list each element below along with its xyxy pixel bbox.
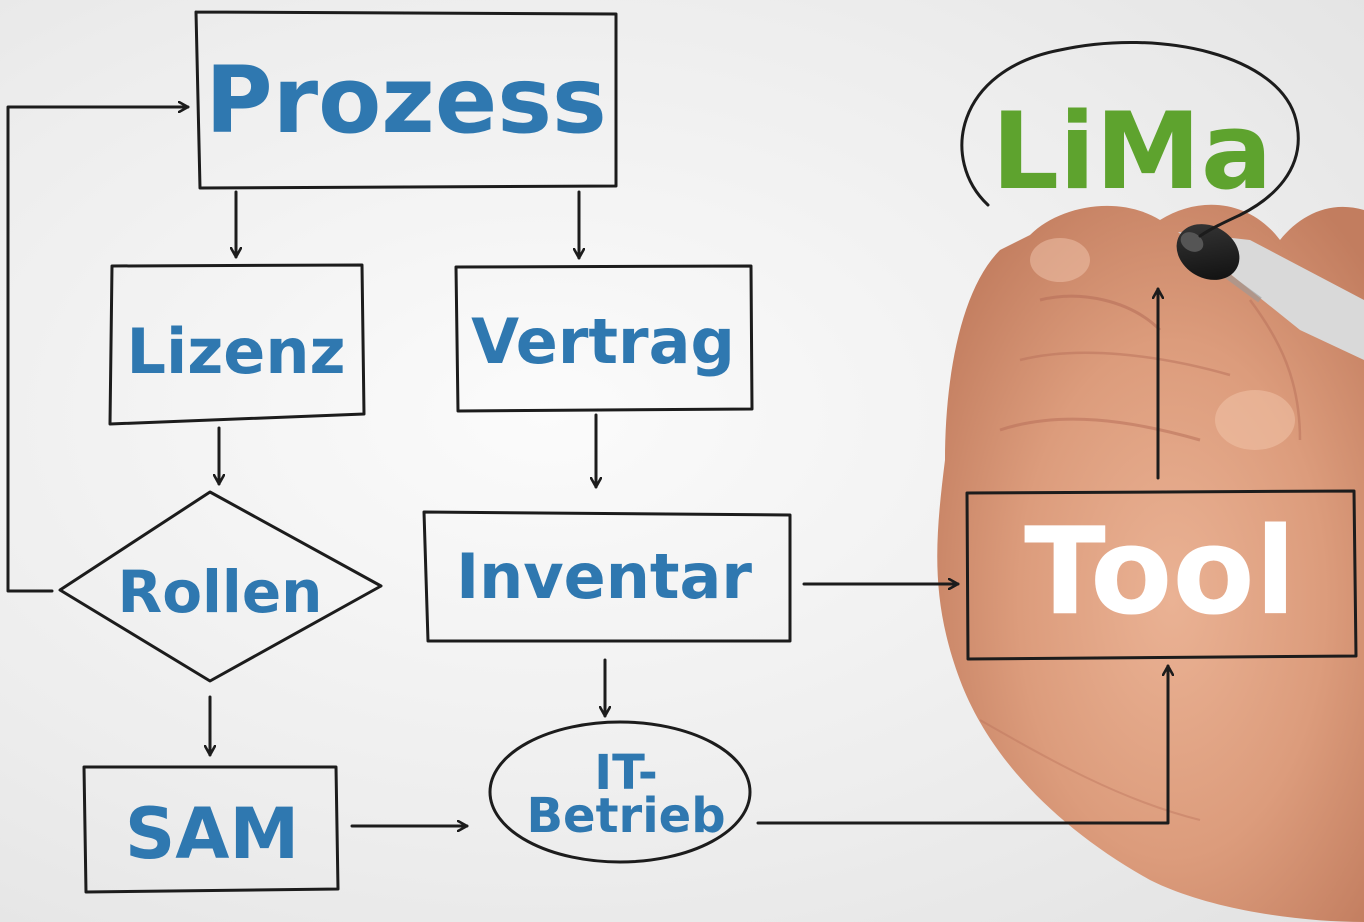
sam-box xyxy=(82,765,340,894)
arrow-it-betrieb-tool xyxy=(756,664,1168,825)
lizenz-box xyxy=(108,263,366,426)
lizenz-label: Lizenz xyxy=(126,315,345,388)
vertrag-box xyxy=(454,264,754,413)
it-betrieb-label-line2: Betrieb xyxy=(526,788,725,844)
it-betrieb-label-line1: IT- xyxy=(594,745,657,801)
inventar-box xyxy=(422,510,792,643)
inventar-label: Inventar xyxy=(456,540,752,613)
rollen-label: Rollen xyxy=(118,558,323,626)
tool-label: Tool xyxy=(1024,503,1296,642)
vertrag-label: Vertrag xyxy=(471,305,735,378)
arrow-rollen-prozess xyxy=(6,107,190,593)
prozess-label: Prozess xyxy=(205,47,606,154)
hand-illustration xyxy=(937,204,1364,922)
rollen-diamond xyxy=(58,490,383,683)
prozess-box xyxy=(194,10,618,190)
lima-label: LiMa xyxy=(992,90,1273,213)
lima-ellipse xyxy=(960,40,1300,238)
it-betrieb-ellipse xyxy=(488,720,752,864)
tool-box xyxy=(965,489,1358,661)
marker-pen xyxy=(1176,224,1364,360)
sam-label: SAM xyxy=(125,793,299,875)
